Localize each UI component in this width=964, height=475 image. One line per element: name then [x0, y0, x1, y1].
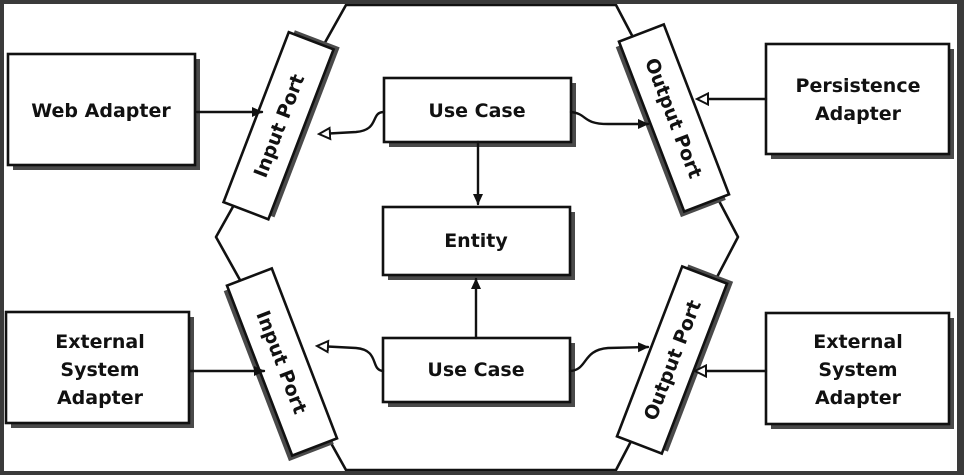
external-adapter-right-line3: Adapter	[815, 387, 902, 409]
entity-label: Entity	[444, 230, 508, 252]
external-adapter-right-line1: External	[813, 331, 902, 353]
web-adapter-box: Web Adapter	[6, 52, 200, 170]
arrow-use-case-top-to-output-port	[569, 110, 650, 129]
use-case-bottom-label: Use Case	[427, 359, 524, 381]
external-system-adapter-left-box: External System Adapter	[4, 310, 194, 428]
persistence-adapter-label-line2: Adapter	[815, 103, 902, 125]
external-adapter-left-line3: Adapter	[57, 387, 144, 409]
external-system-adapter-right-box: External System Adapter	[764, 311, 954, 429]
diagram-canvas: Web Adapter Persistence Adapter External…	[4, 4, 957, 471]
arrow-use-case-bottom-to-output-port	[568, 342, 650, 373]
external-adapter-left-line2: System	[60, 359, 139, 381]
input-port-top: Input Port	[221, 30, 340, 221]
use-case-top-label: Use Case	[428, 100, 525, 122]
arrow-use-case-bottom-implements-input-port	[318, 346, 385, 373]
architecture-diagram: Web Adapter Persistence Adapter External…	[4, 4, 954, 471]
use-case-bottom-box: Use Case	[381, 336, 575, 407]
web-adapter-label: Web Adapter	[31, 100, 171, 122]
arrow-use-case-top-implements-input-port	[320, 110, 386, 134]
output-port-top: Output Port	[615, 22, 731, 218]
external-adapter-right-line2: System	[818, 359, 897, 381]
use-case-top-box: Use Case	[382, 76, 576, 147]
persistence-adapter-label-line1: Persistence	[796, 75, 921, 97]
entity-box: Entity	[381, 205, 575, 280]
external-adapter-left-line1: External	[55, 331, 144, 353]
persistence-adapter-box: Persistence Adapter	[764, 42, 954, 159]
